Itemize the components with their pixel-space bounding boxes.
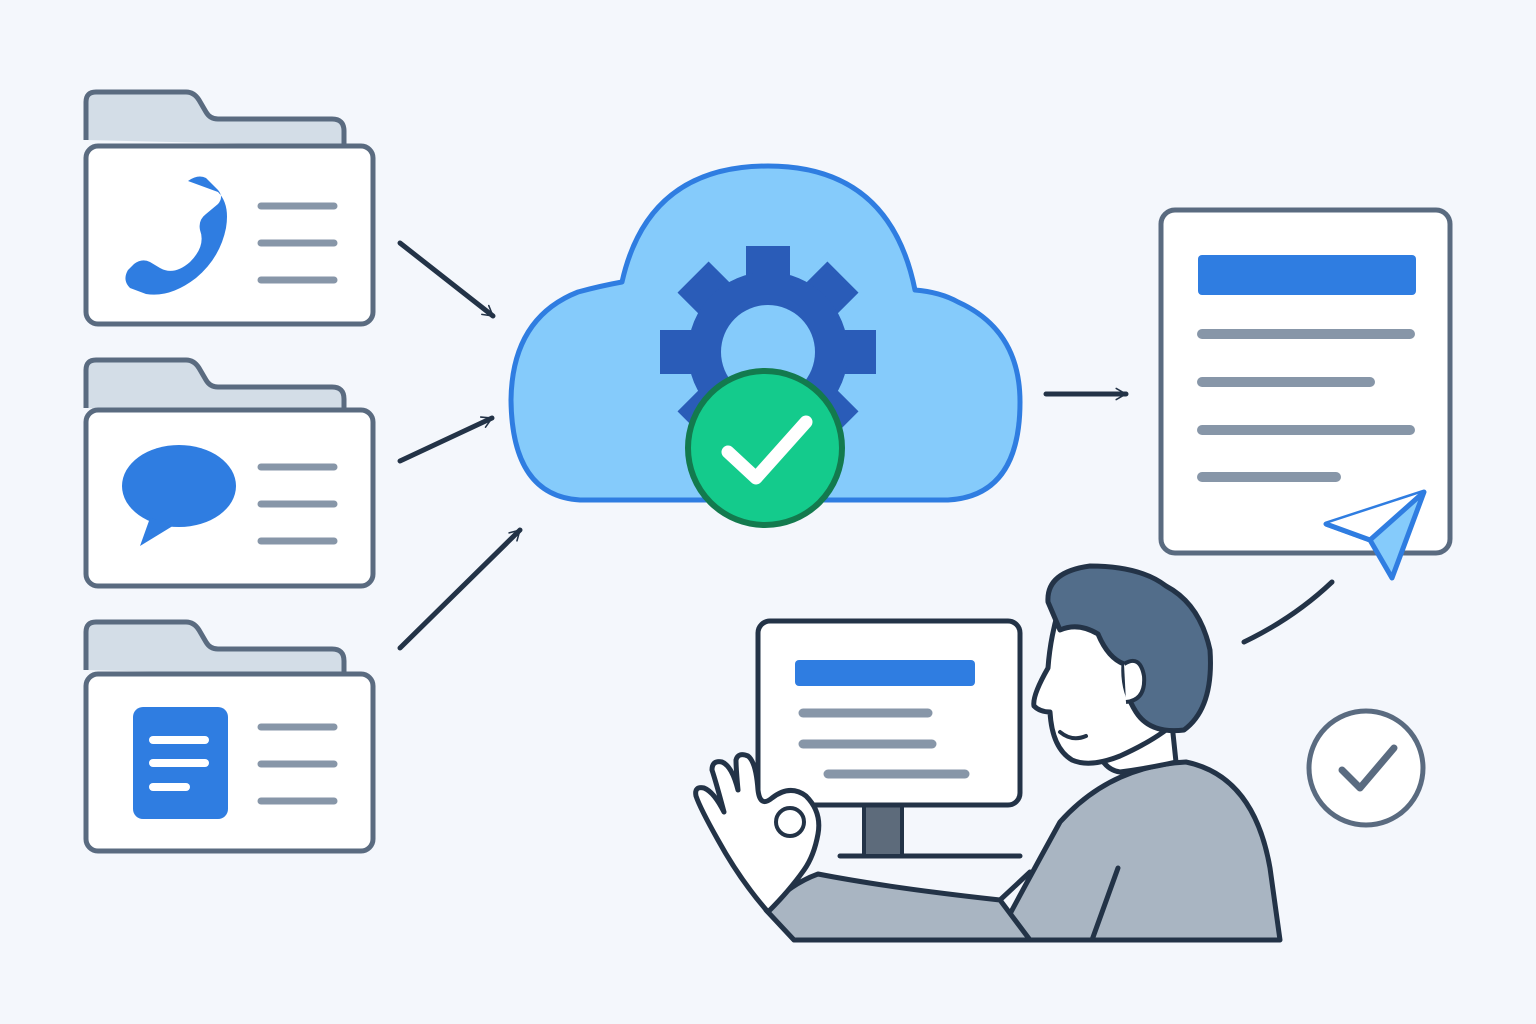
send-trail <box>1241 579 1335 645</box>
input-arrows <box>397 240 523 651</box>
chat-bubble-icon <box>122 445 236 546</box>
paper-plane-icon <box>1323 489 1427 581</box>
ok-hand-icon <box>693 752 822 915</box>
arrow-documents-to-cloud <box>397 527 523 651</box>
person-at-computer <box>693 563 1283 943</box>
document-icon <box>133 707 228 819</box>
phone-icon <box>125 176 227 295</box>
source-folder-documents <box>83 619 376 854</box>
arrow-messages-to-cloud <box>397 415 495 464</box>
folder-text-lines <box>257 202 338 284</box>
arm <box>763 871 1033 943</box>
hair <box>1045 563 1213 734</box>
report-title-bar <box>1198 255 1416 295</box>
report-document-icon <box>1158 207 1453 556</box>
torso <box>993 759 1283 943</box>
arrow-calls-to-cloud <box>397 240 496 319</box>
monitor <box>755 618 1023 858</box>
source-folder-calls <box>83 89 376 327</box>
check-circle-outline-icon <box>1306 708 1426 828</box>
folder-text-lines <box>257 723 338 805</box>
source-folder-messages <box>83 357 376 589</box>
cloud-gear-icon <box>508 163 1023 528</box>
folder-text-lines <box>257 463 338 545</box>
ear <box>1122 659 1147 704</box>
check-circle-icon <box>685 368 845 528</box>
